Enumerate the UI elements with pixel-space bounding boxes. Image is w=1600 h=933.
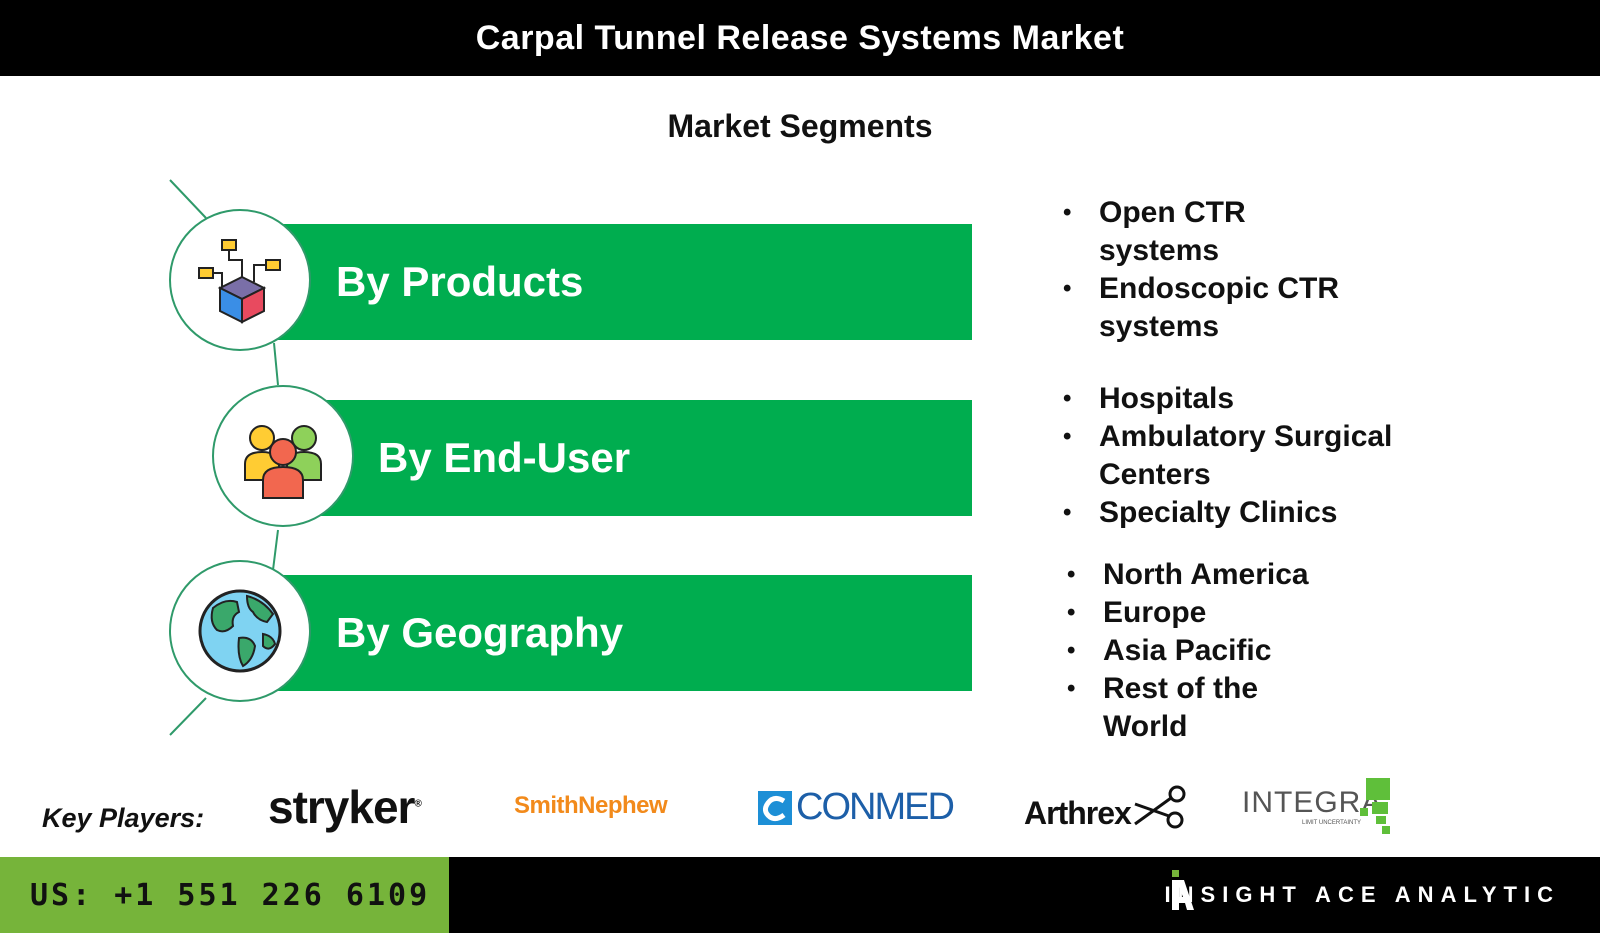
conmed-mark-icon — [758, 790, 792, 825]
geography-list: North America Europe Asia Pacific Rest o… — [1067, 556, 1347, 746]
key-players-label: Key Players: — [42, 803, 205, 833]
page-title: Carpal Tunnel Release Systems Market — [475, 18, 1125, 57]
segment-label-end-user: By End-User — [378, 434, 631, 481]
list-item: Endoscopic CTR systems — [1063, 270, 1363, 346]
integra-mark-icon — [1360, 778, 1390, 834]
segment-band-products: By Products — [240, 224, 972, 340]
brand-bar — [449, 857, 1600, 933]
segment-circle-end-user — [212, 385, 354, 527]
segment-band-end-user: By End-User — [300, 400, 972, 516]
arthrex-logo: Arthrex — [1024, 784, 1187, 832]
products-list: Open CTR systems Endoscopic CTR systems — [1063, 194, 1363, 346]
list-item: Rest of the World — [1067, 670, 1347, 746]
segment-label-products: By Products — [336, 258, 584, 305]
segment-circle-products — [169, 209, 311, 351]
brand-name: INSIGHT ACE ANALYTIC — [1164, 882, 1560, 907]
list-item: Open CTR systems — [1063, 194, 1363, 270]
segment-band-geography: By Geography — [240, 575, 972, 691]
stryker-logo: stryker® — [268, 781, 422, 833]
list-item: Europe — [1067, 594, 1347, 632]
list-item: Ambulatory Surgical Centers — [1063, 418, 1483, 494]
people-group-icon — [244, 425, 322, 499]
segment-circle-geography — [169, 560, 311, 702]
end-user-list: Hospitals Ambulatory Surgical Centers Sp… — [1063, 380, 1483, 532]
list-item: Asia Pacific — [1067, 632, 1347, 670]
brand-logo-icon — [1172, 870, 1194, 910]
phone-number: US: +1 551 226 6109 — [30, 877, 431, 913]
smith-nephew-logo: SmithNephew — [514, 792, 668, 819]
segment-label-geography: By Geography — [336, 609, 624, 656]
cube-diagram-icon — [198, 239, 281, 324]
section-subtitle: Market Segments — [667, 108, 933, 144]
list-item: North America — [1067, 556, 1347, 594]
list-item: Hospitals — [1063, 380, 1483, 418]
conmed-logo: CONMED — [758, 786, 955, 829]
list-item: Specialty Clinics — [1063, 494, 1483, 532]
scissors-icon — [1133, 785, 1186, 829]
globe-icon — [198, 589, 282, 673]
contact-bar: US: +1 551 226 6109 — [0, 857, 449, 933]
integra-logo: INTEGRA LIMIT UNCERTAINTY — [1242, 778, 1390, 834]
title-bar: Carpal Tunnel Release Systems Market — [0, 0, 1600, 76]
